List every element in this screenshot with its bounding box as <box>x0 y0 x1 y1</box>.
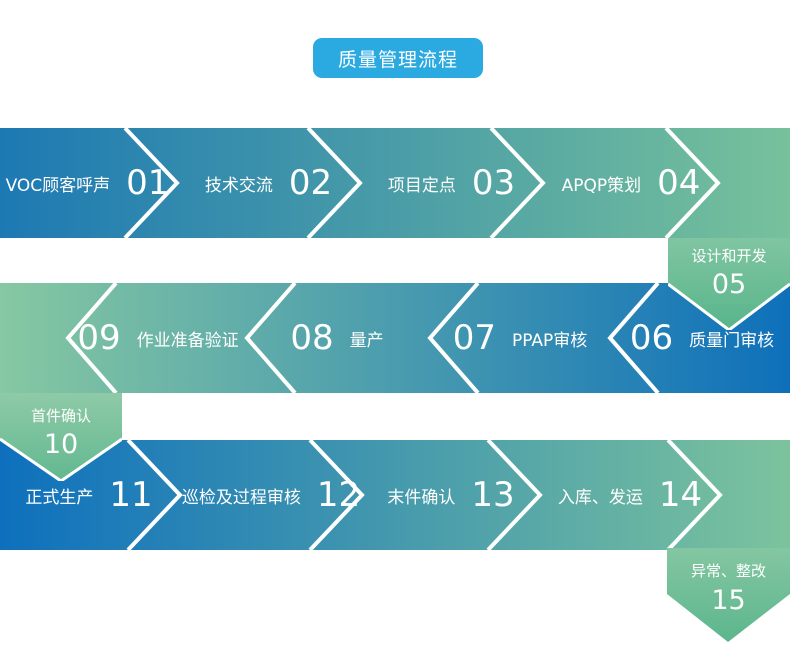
diagram-title: 质量管理流程 <box>337 48 458 71</box>
step-01: VOC顾客呼声 01 <box>0 128 175 238</box>
step-06: 06 质量门审核 <box>614 283 790 393</box>
step-09: 09 作业准备验证 <box>74 283 242 393</box>
step-02-label: 技术交流 <box>204 175 273 196</box>
step-01-label: VOC顾客呼声 <box>5 175 111 196</box>
step-14: 入库、发运 14 <box>544 440 716 550</box>
step-12: 巡检及过程审核 12 <box>181 440 361 550</box>
step-14-label: 入库、发运 <box>557 487 643 508</box>
step-08: 08 量产 <box>252 283 422 393</box>
step-09-number: 09 <box>77 318 121 358</box>
step-03-number: 03 <box>471 163 516 203</box>
step-04: APQP策划 04 <box>547 128 715 238</box>
step-04-label: APQP策划 <box>561 175 642 196</box>
step-10-number: 10 <box>43 429 79 460</box>
chevron-separators-row-3 <box>126 440 723 550</box>
step-15-number: 15 <box>711 585 746 616</box>
step-14-number: 14 <box>658 475 703 515</box>
down-arrow-shape <box>667 548 790 642</box>
step-13-number: 13 <box>471 475 515 515</box>
step-03: 项目定点 03 <box>364 128 539 238</box>
process-row-2: 09 作业准备验证 08 量产 07 PPAP审核 06 质量门审核 <box>0 283 790 393</box>
step-04-number: 04 <box>657 163 701 203</box>
step-12-number: 12 <box>316 475 361 515</box>
step-02: 技术交流 02 <box>181 128 356 238</box>
step-07: 07 PPAP审核 <box>435 283 605 393</box>
chevron-separators-row-1 <box>123 128 721 238</box>
step-07-label: PPAP审核 <box>511 330 588 351</box>
step-06-number: 06 <box>629 318 674 358</box>
step-05-label: 设计和开发 <box>691 247 767 265</box>
step-11-label: 正式生产 <box>25 487 94 508</box>
process-row-1: VOC顾客呼声 01 技术交流 02 项目定点 03 APQP策划 04 <box>0 128 790 238</box>
step-02-number: 02 <box>288 163 333 203</box>
chevron-separators-row-2 <box>65 283 660 393</box>
step-13: 末件确认 13 <box>366 440 536 550</box>
step-05-number: 05 <box>711 269 747 300</box>
step-10-label: 首件确认 <box>30 407 91 425</box>
step-07-number: 07 <box>452 318 496 358</box>
step-09-label: 作业准备验证 <box>136 330 239 351</box>
step-10-connector: 首件确认 10 <box>0 393 122 481</box>
step-01-number: 01 <box>126 163 170 203</box>
step-15-label: 异常、整改 <box>690 562 766 580</box>
step-05-connector: 设计和开发 05 <box>668 238 790 330</box>
down-arrow-shape <box>0 393 122 481</box>
step-11-number: 11 <box>109 475 153 515</box>
step-13-label: 末件确认 <box>387 487 456 508</box>
step-15-connector: 异常、整改 15 <box>667 548 790 642</box>
step-11: 正式生产 11 <box>0 440 178 550</box>
step-08-label: 量产 <box>349 330 384 351</box>
step-08-number: 08 <box>290 318 334 358</box>
step-03-label: 项目定点 <box>387 175 456 196</box>
down-arrow-shape <box>668 238 790 330</box>
step-06-label: 质量门审核 <box>689 330 775 351</box>
diagram-title-badge: 质量管理流程 <box>313 38 483 78</box>
step-12-label: 巡检及过程审核 <box>181 487 301 508</box>
process-row-3: 正式生产 11 巡检及过程审核 12 末件确认 13 入库、发运 14 <box>0 440 790 550</box>
